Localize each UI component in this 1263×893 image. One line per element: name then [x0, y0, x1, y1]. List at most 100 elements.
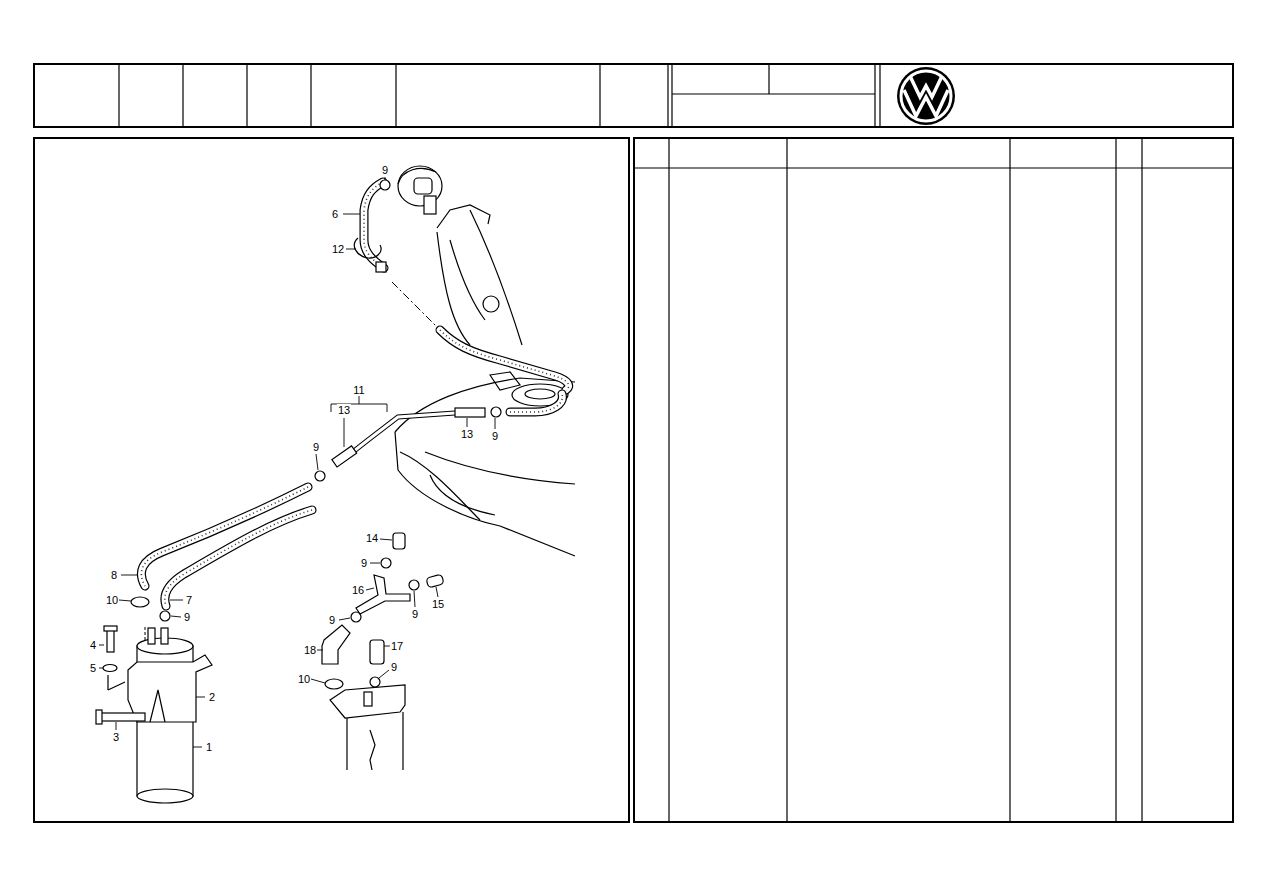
- canister-variant-part: [402, 712, 403, 770]
- charcoal-canister-part: [96, 710, 102, 724]
- vent-hoses-part: [141, 487, 308, 586]
- fuel-tank-part: [424, 196, 436, 214]
- vent-hoses-part: [510, 394, 562, 412]
- canister-variant-part: [370, 640, 384, 664]
- fuel-tank-part: [483, 296, 499, 312]
- callout-number: 15: [431, 598, 445, 610]
- header-table-part: [34, 64, 1233, 127]
- vent-hoses-part: [364, 182, 384, 268]
- canister-variant-part: [325, 679, 343, 689]
- canister-variant-part: [393, 533, 405, 549]
- callout-number: 8: [110, 569, 118, 581]
- connectors-and-clamps: [131, 180, 501, 621]
- leader-lines-part: [467, 418, 468, 427]
- vent-hoses-part: [440, 330, 569, 390]
- callout-number: 13: [460, 428, 474, 440]
- header-table-part: [599, 64, 600, 127]
- header-table: [34, 64, 1233, 127]
- vent-hoses-part: [141, 487, 308, 586]
- charcoal-canister-part: [161, 628, 168, 644]
- callout-number: 9: [360, 557, 368, 569]
- leader-lines-part: [436, 587, 438, 597]
- canister-variant-part: [346, 718, 347, 770]
- leader-lines-part: [193, 747, 202, 748]
- charcoal-canister-part: [137, 789, 193, 803]
- vw-logo-part: [904, 90, 948, 116]
- connectors-and-clamps-part: [455, 408, 485, 417]
- leader-lines-part: [316, 454, 318, 470]
- vent-hoses-part: [440, 330, 569, 390]
- callout-number: 9: [312, 441, 320, 453]
- connectors-and-clamps-part: [160, 611, 170, 621]
- vent-hoses-part: [364, 182, 384, 268]
- callout-number: 14: [365, 532, 379, 544]
- fuel-tank-part: [395, 378, 575, 432]
- vent-hoses-part: [340, 413, 455, 462]
- vent-hoses-part: [510, 394, 562, 412]
- leader-lines-part: [99, 668, 103, 669]
- callout-number: 9: [183, 611, 191, 623]
- leader-lines-part: [380, 539, 392, 540]
- connectors-and-clamps-part: [315, 471, 325, 481]
- header-table-part: [395, 64, 396, 127]
- leader-lines-part: [339, 618, 350, 620]
- vw-logo-part: [897, 67, 955, 125]
- connectors-and-clamps-part: [491, 407, 501, 417]
- callout-number: 3: [112, 731, 120, 743]
- callout-number: 10: [297, 673, 311, 685]
- header-table-part: [246, 64, 247, 127]
- leader-lines-part: [346, 249, 356, 250]
- leader-lines-part: [343, 214, 360, 215]
- leader-lines-part: [311, 679, 325, 683]
- vent-hoses-part: [340, 413, 455, 462]
- parts-list-table-part: [634, 167, 1233, 168]
- charcoal-canister-part: [108, 682, 125, 690]
- leader-lines-part: [370, 563, 380, 564]
- fuel-tank-part: [490, 372, 520, 390]
- vent-hoses-part: [165, 510, 312, 606]
- parts-list-table-part: [786, 138, 787, 822]
- leader-lines-part: [196, 697, 205, 698]
- parts-list-table-part: [1115, 138, 1116, 822]
- callout-number: 13: [337, 404, 351, 416]
- canister-variant-part: [364, 692, 372, 706]
- charcoal-canister-part: [145, 625, 146, 640]
- leader-lines-part: [170, 600, 183, 601]
- header-table-part: [874, 64, 875, 127]
- leader-lines-part: [171, 616, 181, 617]
- vent-hoses-part: [440, 330, 569, 390]
- bracket-bracket-11-part: [359, 396, 360, 404]
- connectors-and-clamps-part: [131, 597, 149, 607]
- callout-number: 9: [381, 164, 389, 176]
- leader-lines-part: [414, 591, 415, 607]
- callout-number: 9: [390, 661, 398, 673]
- leader-lines-part: [121, 575, 138, 576]
- header-table-part: [182, 64, 183, 127]
- callout-number: 12: [331, 243, 345, 255]
- callout-number: 2: [208, 691, 216, 703]
- leader-lines-part: [385, 177, 386, 180]
- vent-hoses-part: [165, 510, 312, 606]
- fuel-tank-part: [400, 452, 480, 520]
- leader-lines-part: [379, 670, 389, 678]
- fuel-tank-part: [430, 475, 495, 515]
- illustration-frame: [34, 138, 629, 822]
- callout-number: 6: [331, 208, 339, 220]
- parts-list-table-part: [1141, 138, 1142, 822]
- fuel-tank: [395, 166, 575, 556]
- callout-number: 9: [328, 614, 336, 626]
- callout-number: 9: [411, 608, 419, 620]
- vent-hoses-part: [141, 487, 308, 586]
- connectors-and-clamps-part: [380, 180, 390, 190]
- canister-variant: [322, 533, 444, 770]
- header-table-part: [768, 64, 769, 94]
- callout-number: 4: [89, 639, 97, 651]
- fuel-tank-part: [437, 205, 490, 228]
- vent-hoses-part: [354, 238, 381, 258]
- canister-variant-part: [351, 612, 361, 622]
- leader-lines-part: [317, 650, 323, 651]
- charcoal-canister-part: [128, 655, 212, 722]
- vent-hoses-part: [376, 262, 386, 272]
- callout-number: 18: [303, 644, 317, 656]
